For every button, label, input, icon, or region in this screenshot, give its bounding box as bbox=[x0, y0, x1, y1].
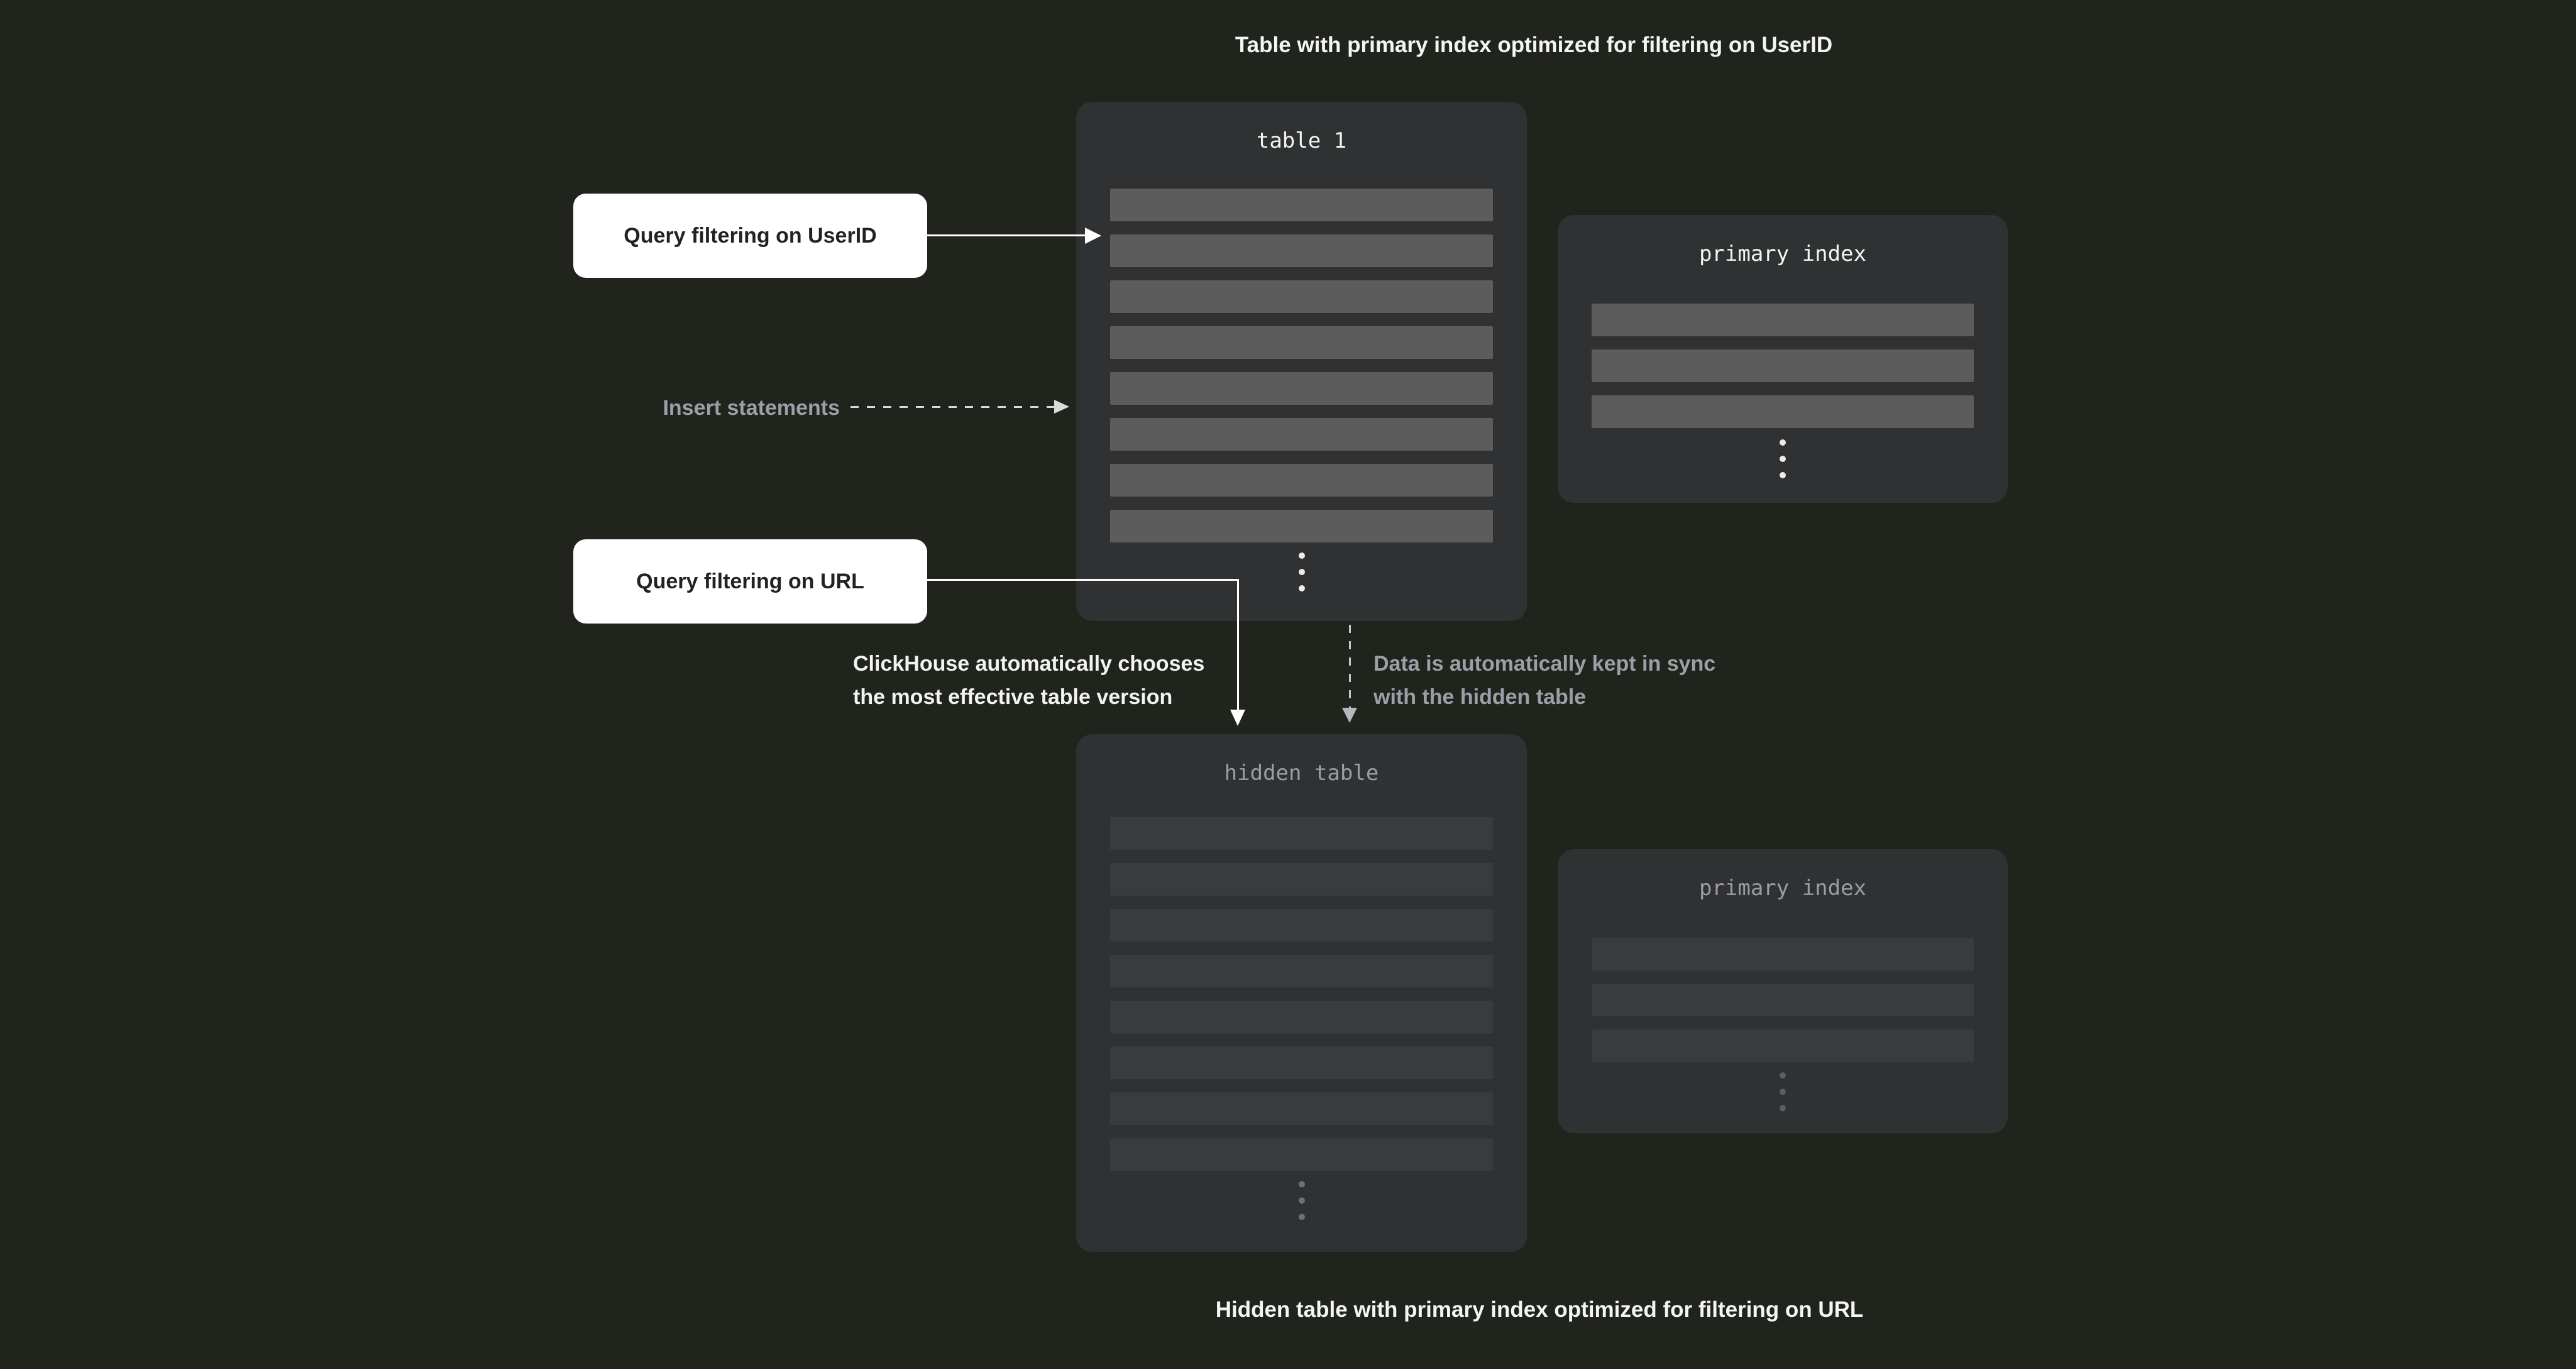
primary-index-bottom-title: primary index bbox=[1698, 876, 1867, 901]
kept-in-sync-line1: Data is automatically kept in sync bbox=[1373, 652, 1716, 676]
query-url-connector-vline bbox=[1237, 579, 1239, 710]
table1-rows bbox=[1110, 189, 1493, 542]
primary-index-top-rows bbox=[1592, 304, 1974, 428]
vertical-ellipsis-icon bbox=[1298, 1181, 1305, 1220]
table-row bbox=[1592, 1030, 1974, 1062]
bottom-caption: Hidden table with primary index optimize… bbox=[1215, 1297, 1864, 1322]
primary-index-bottom-rows bbox=[1592, 938, 1974, 1062]
insert-statements-connector-line bbox=[850, 406, 1054, 408]
table-row bbox=[1592, 304, 1974, 336]
top-caption: Table with primary index optimized for f… bbox=[1235, 33, 1833, 57]
table-row bbox=[1592, 984, 1974, 1016]
table-row bbox=[1110, 863, 1493, 896]
auto-choose-line2: the most effective table version bbox=[853, 685, 1173, 709]
hidden-table-panel: hidden table bbox=[1076, 734, 1527, 1252]
table-row bbox=[1592, 938, 1974, 970]
table-row bbox=[1110, 817, 1493, 850]
sync-connector-vline bbox=[1349, 625, 1351, 708]
table-row bbox=[1110, 189, 1493, 221]
table-row bbox=[1110, 1047, 1493, 1079]
arrow-down-icon bbox=[1342, 708, 1357, 723]
table-row bbox=[1110, 909, 1493, 942]
query-url-connector-hline bbox=[927, 579, 1239, 581]
table1-panel: table 1 bbox=[1076, 102, 1527, 621]
table-row bbox=[1110, 464, 1493, 497]
table-row bbox=[1110, 1138, 1493, 1171]
table-row bbox=[1110, 955, 1493, 987]
arrow-down-icon bbox=[1230, 710, 1245, 726]
table-row bbox=[1110, 418, 1493, 451]
query-userid-label: Query filtering on UserID bbox=[624, 223, 877, 248]
table-row bbox=[1110, 326, 1493, 359]
table-row bbox=[1110, 280, 1493, 313]
vertical-ellipsis-icon bbox=[1780, 1072, 1786, 1111]
table1-title: table 1 bbox=[1256, 128, 1347, 153]
arrow-right-icon bbox=[1085, 228, 1101, 244]
table-row bbox=[1592, 349, 1974, 382]
table-row bbox=[1110, 1092, 1493, 1125]
kept-in-sync-note: Data is automatically kept in sync with … bbox=[1373, 647, 1715, 714]
hidden-table-title: hidden table bbox=[1224, 761, 1379, 786]
table-row bbox=[1110, 372, 1493, 405]
query-userid-connector-line bbox=[927, 234, 1085, 236]
kept-in-sync-line2: with the hidden table bbox=[1373, 685, 1587, 709]
insert-statements-label: Insert statements bbox=[663, 396, 840, 420]
auto-choose-line1: ClickHouse automatically chooses bbox=[853, 652, 1205, 676]
arrow-right-icon bbox=[1054, 400, 1069, 414]
vertical-ellipsis-icon bbox=[1298, 553, 1305, 591]
vertical-ellipsis-icon bbox=[1780, 439, 1786, 478]
auto-choose-note: ClickHouse automatically chooses the mos… bbox=[853, 647, 1204, 714]
hidden-table-rows bbox=[1110, 817, 1493, 1171]
primary-index-top-title: primary index bbox=[1698, 241, 1867, 267]
query-userid-label-box: Query filtering on UserID bbox=[573, 194, 927, 278]
table-row bbox=[1110, 510, 1493, 542]
table-row bbox=[1110, 1001, 1493, 1033]
query-url-label-box: Query filtering on URL bbox=[573, 539, 927, 624]
table-row bbox=[1592, 395, 1974, 428]
table-row bbox=[1110, 234, 1493, 267]
primary-index-top-panel: primary index bbox=[1558, 215, 2008, 503]
primary-index-bottom-panel: primary index bbox=[1558, 849, 2008, 1133]
query-url-label: Query filtering on URL bbox=[636, 569, 864, 593]
